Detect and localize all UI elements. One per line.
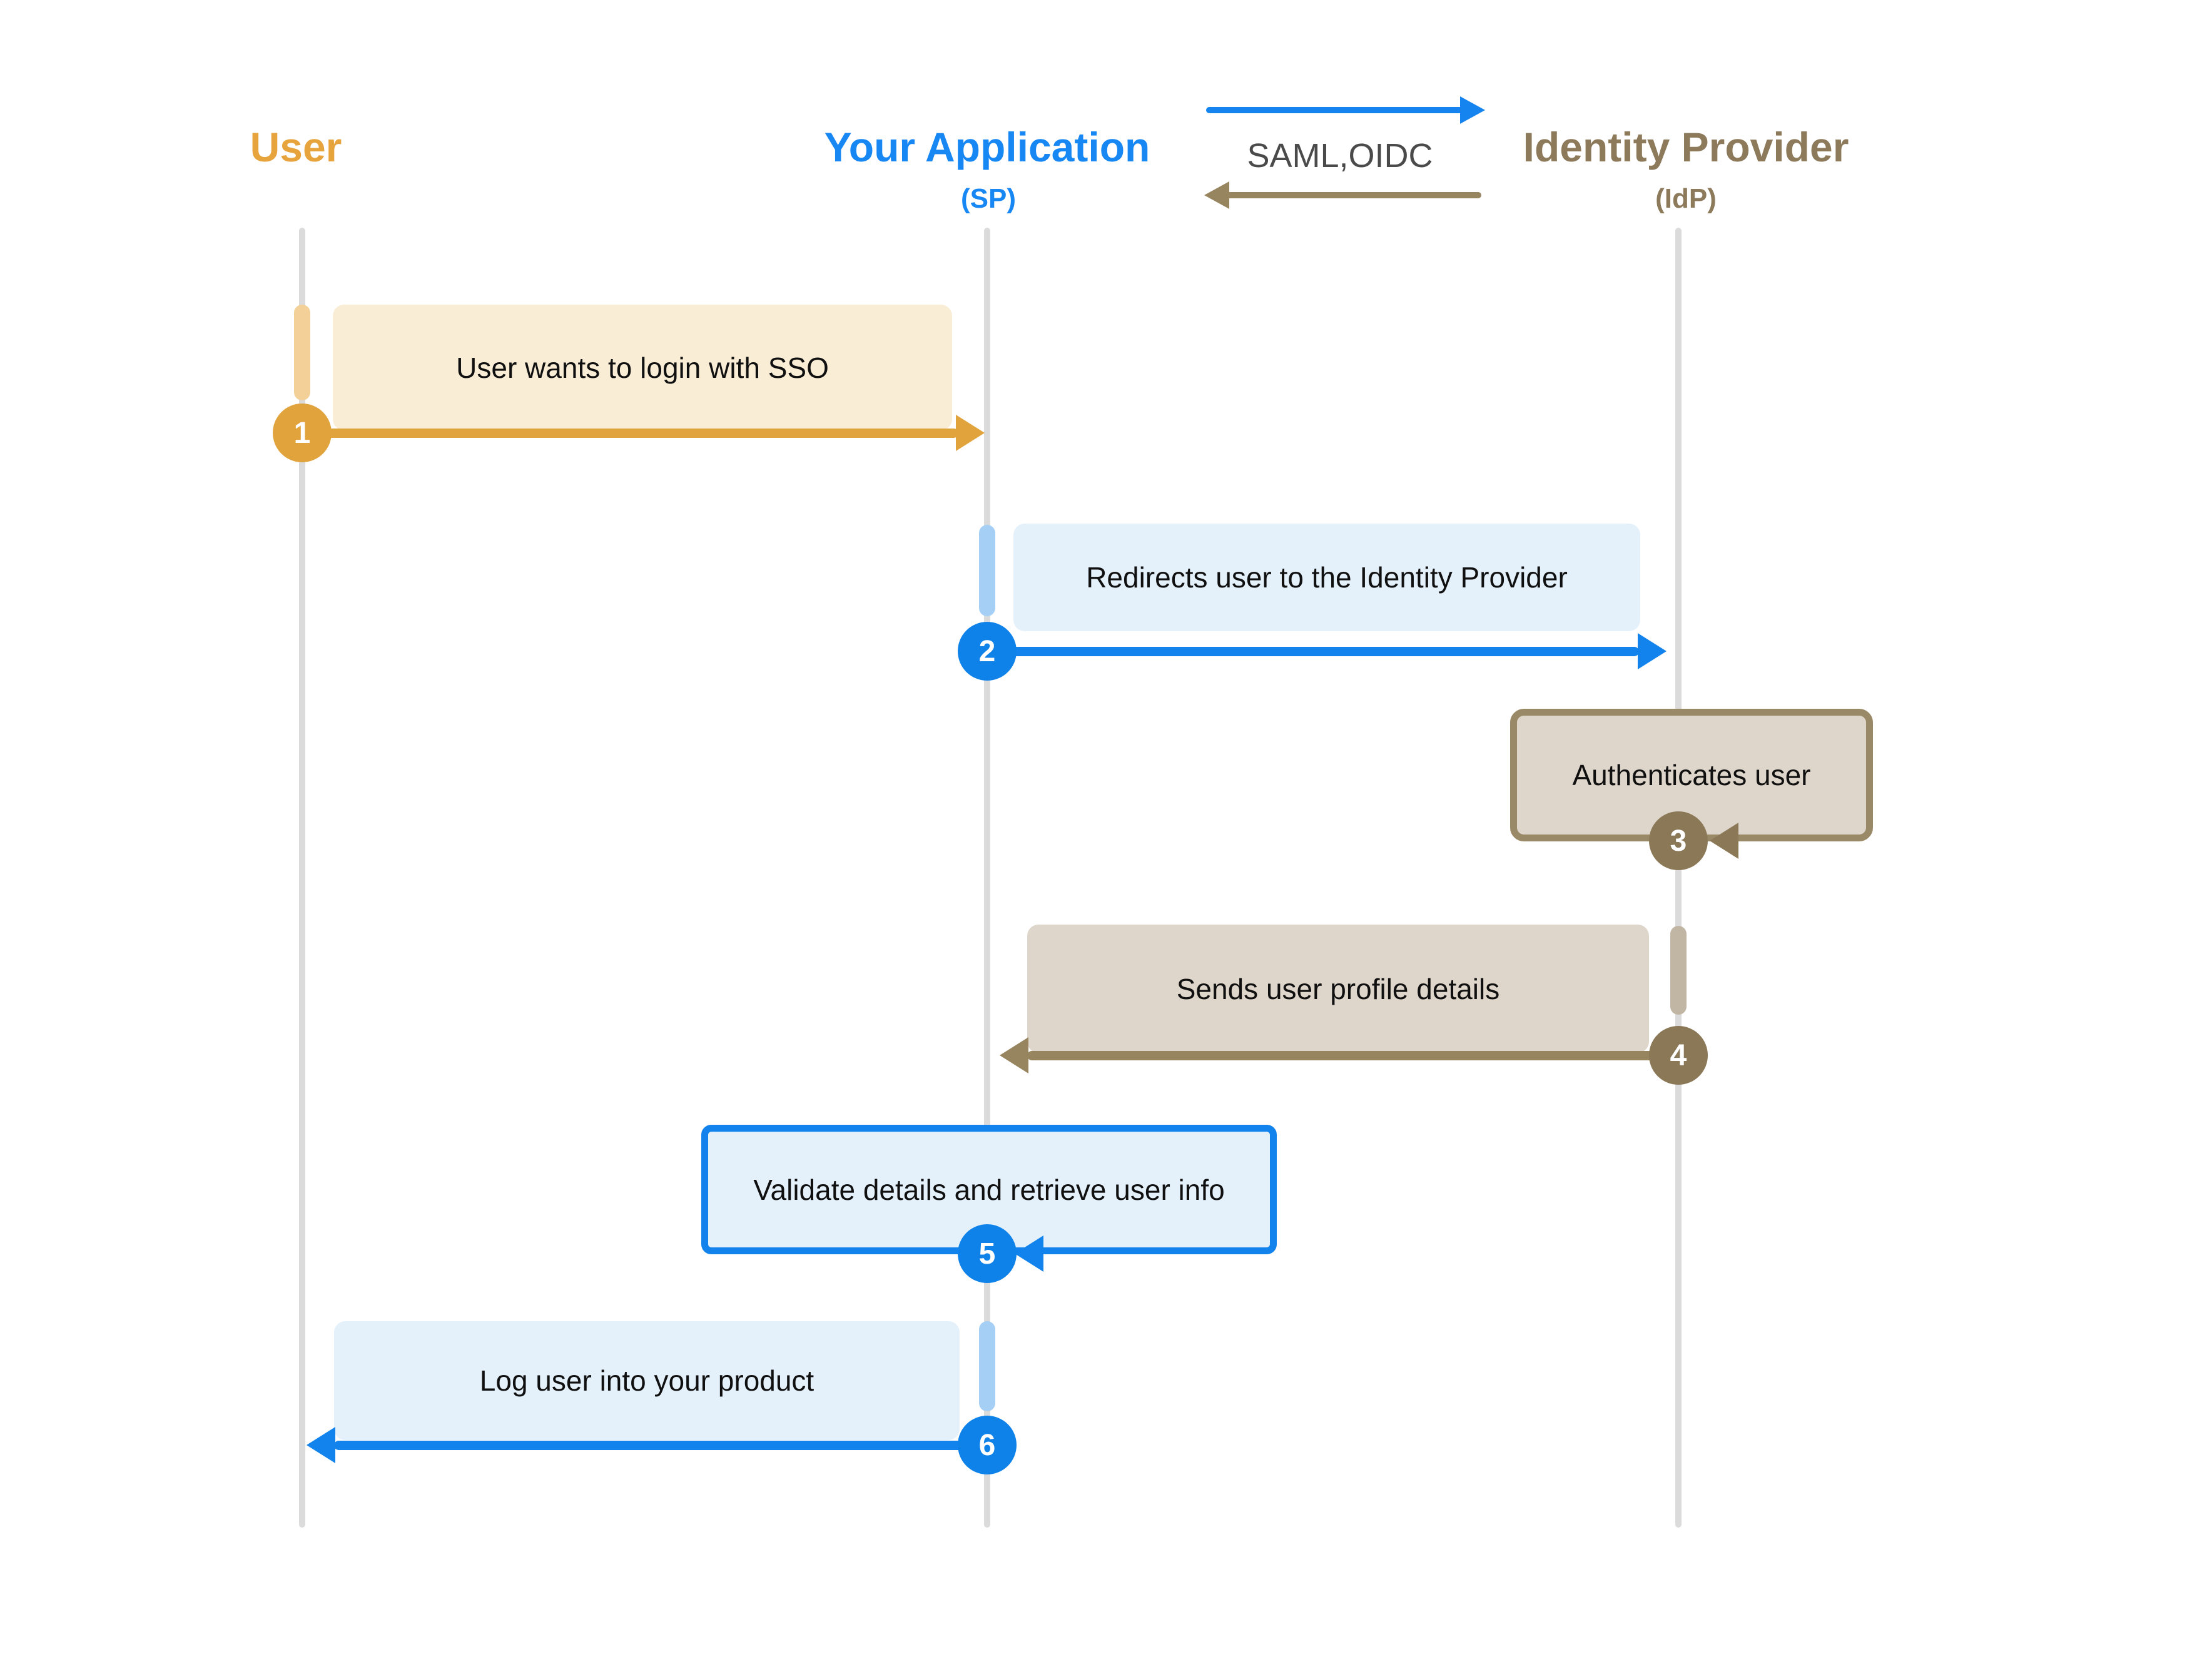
step2-arrow-line xyxy=(987,647,1639,656)
actor-subtitle-sp: (SP) xyxy=(961,183,1016,214)
arrowhead-left-icon xyxy=(1204,181,1229,209)
step6-arrow-line xyxy=(334,1441,987,1450)
arrowhead-right-icon xyxy=(1638,633,1667,669)
actor-subtitle-idp: (IdP) xyxy=(1655,183,1717,214)
step3-number-badge: 3 xyxy=(1649,811,1708,870)
arrowhead-right-icon xyxy=(956,415,985,451)
step4-number-badge: 4 xyxy=(1649,1026,1708,1085)
step4-activation-bar xyxy=(1670,926,1687,1015)
actor-title-application: Your Application xyxy=(824,124,1150,170)
step1-message-box: User wants to login with SSO xyxy=(333,305,952,430)
step1-arrow-line xyxy=(302,429,958,438)
actor-title-identity-provider: Identity Provider xyxy=(1523,124,1849,170)
lifeline-identity-provider xyxy=(1675,228,1682,1528)
step1-number-badge: 1 xyxy=(273,403,332,462)
step6-number-badge: 6 xyxy=(958,1416,1017,1474)
actor-title-user: User xyxy=(250,124,342,170)
arrowhead-right-icon xyxy=(1460,96,1485,124)
arrowhead-left-icon xyxy=(1015,1235,1043,1272)
step4-arrow-line xyxy=(1027,1051,1678,1060)
step1-activation-bar xyxy=(294,305,310,400)
protocol-arrow-right-line xyxy=(1206,107,1463,113)
arrowhead-left-icon xyxy=(1710,823,1738,859)
protocol-label: SAML,OIDC xyxy=(1247,137,1433,175)
step6-message-box: Log user into your product xyxy=(334,1321,960,1440)
step4-message-box: Sends user profile details xyxy=(1027,925,1649,1053)
step6-activation-bar xyxy=(979,1321,995,1411)
arrowhead-left-icon xyxy=(307,1427,335,1463)
step5-number-badge: 5 xyxy=(958,1224,1017,1283)
lifeline-application xyxy=(984,228,990,1528)
step2-message-box: Redirects user to the Identity Provider xyxy=(1013,524,1640,631)
lifeline-user xyxy=(299,228,305,1528)
step2-activation-bar xyxy=(979,525,995,616)
step2-number-badge: 2 xyxy=(958,622,1017,681)
protocol-arrow-left-line xyxy=(1225,192,1481,198)
arrowhead-left-icon xyxy=(1000,1037,1028,1073)
